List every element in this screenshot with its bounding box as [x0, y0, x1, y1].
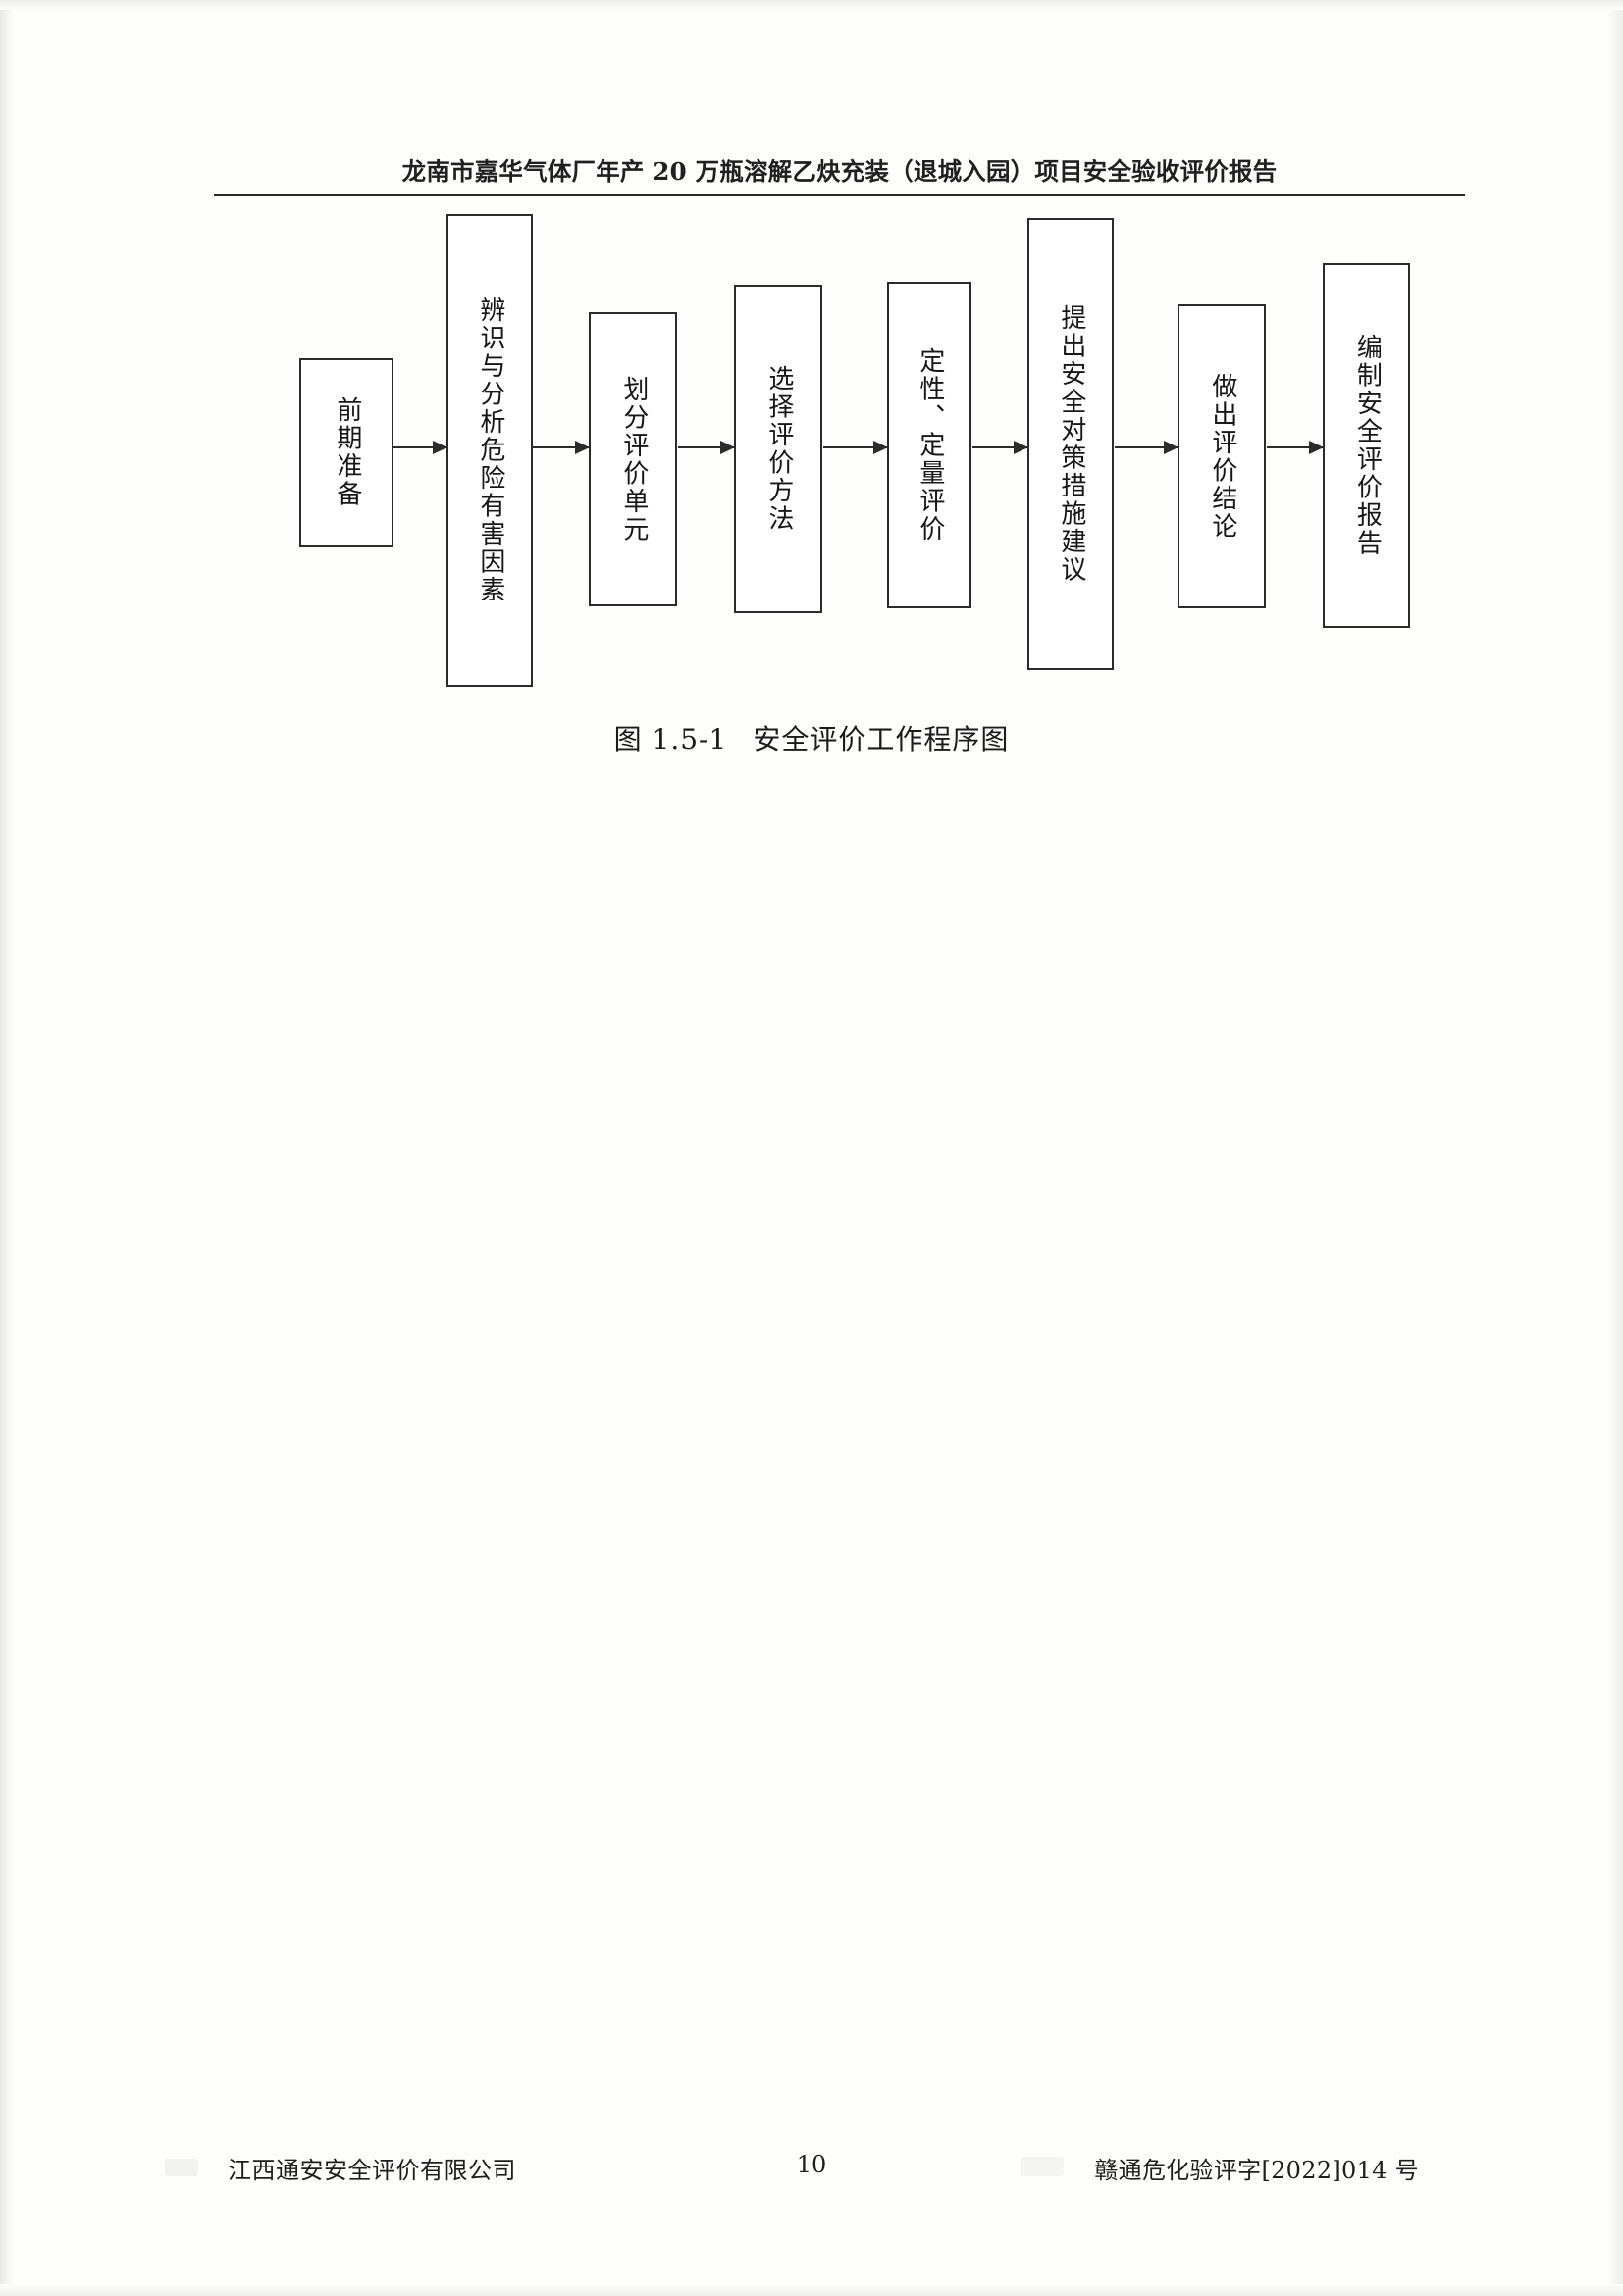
flow-box-5: 定性、定量评价 [887, 282, 971, 608]
scan-artifact-left [165, 2159, 198, 2176]
figure-caption: 图 1.5-1 安全评价工作程序图 [0, 718, 1623, 757]
running-header: 龙南市嘉华气体厂年产 20 万瓶溶解乙炔充装（退城入园）项目安全验收评价报告 [214, 157, 1465, 196]
flow-arrow-1 [393, 441, 447, 454]
page-footer: 江西通安安全评价有限公司 10 赣通危化验评字[2022]014 号 [0, 2151, 1623, 2194]
flow-box-6: 提出安全对策措施建议 [1027, 218, 1114, 670]
header-title: 龙南市嘉华气体厂年产 20 万瓶溶解乙炔充装（退城入园）项目安全验收评价报告 [401, 157, 1278, 185]
flow-box-4: 选择评价方法 [734, 285, 822, 613]
flow-box-1: 前期准备 [299, 358, 393, 547]
footer-document-number: 赣通危化验评字[2022]014 号 [1094, 2157, 1419, 2184]
flow-box-label-3: 划分评价单元 [618, 375, 649, 544]
flow-box-label-8: 编制安全评价报告 [1352, 334, 1383, 557]
flow-arrow-7 [1267, 441, 1324, 454]
flow-box-label-5: 定性、定量评价 [915, 346, 945, 544]
scan-edge-bottom [0, 2284, 1623, 2296]
header-rule [214, 193, 1465, 196]
flow-box-label-7: 做出评价结论 [1207, 372, 1237, 541]
footer-page-number: 10 [796, 2151, 827, 2178]
flow-arrow-3 [678, 441, 735, 454]
flow-arrow-2 [533, 441, 590, 454]
flow-box-label-4: 选择评价方法 [763, 365, 794, 533]
flow-box-3: 划分评价单元 [589, 312, 677, 606]
figure-caption-text: 安全评价工作程序图 [753, 723, 1010, 756]
flow-box-2: 辨识与分析危险有害因素 [446, 214, 533, 687]
scan-artifact-mid [1021, 2157, 1064, 2176]
flow-arrow-6 [1115, 441, 1178, 454]
flow-box-8: 编制安全评价报告 [1323, 263, 1410, 628]
flow-arrow-5 [972, 441, 1028, 454]
flow-box-label-2: 辨识与分析危险有害因素 [475, 296, 505, 604]
flow-box-7: 做出评价结论 [1178, 304, 1266, 608]
footer-company-name: 江西通安安全评价有限公司 [228, 2157, 516, 2184]
flow-box-label-1: 前期准备 [332, 396, 362, 508]
flow-box-label-6: 提出安全对策措施建议 [1056, 304, 1086, 584]
flow-arrow-4 [823, 441, 888, 454]
flowchart: 前期准备 辨识与分析危险有害因素 划分评价单元 选择评价方法 定性、定量评价 提出安全对策… [0, 0, 1623, 746]
figure-caption-number: 图 1.5-1 [613, 723, 728, 756]
